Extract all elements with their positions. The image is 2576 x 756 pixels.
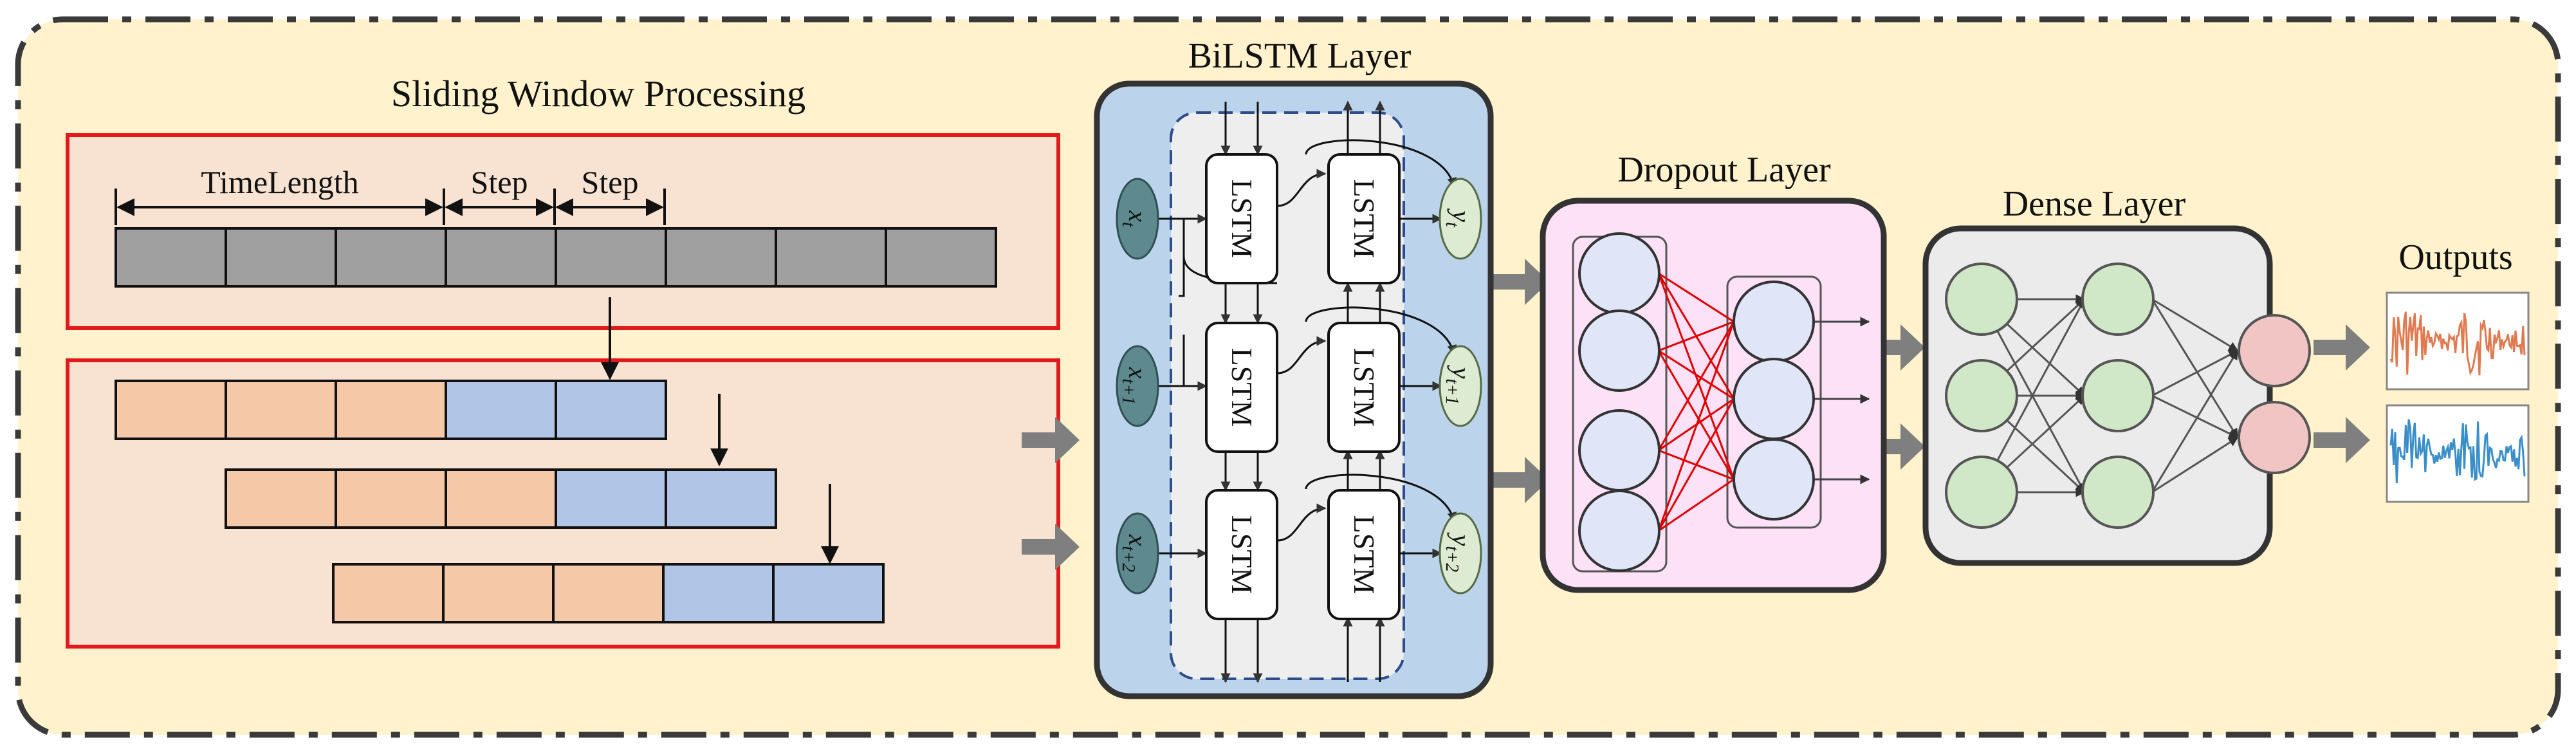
lstm-cells (1205, 153, 1401, 620)
dense-nodes (1945, 263, 2155, 529)
dense-hidden-node (2081, 359, 2155, 432)
dropout-input-node (1578, 232, 1661, 315)
dense-output-node (2238, 314, 2311, 387)
lstm-labels: LSTM LSTM LSTM LSTM LSTM LSTM (1226, 180, 1381, 595)
step-label-2: Step (582, 164, 639, 200)
input-subscript: t+2 (1118, 546, 1138, 573)
window-2 (225, 468, 777, 529)
input-subscript: t+1 (1118, 379, 1138, 405)
dropout-connections (1657, 272, 1735, 532)
lstm-forward-2 (1205, 322, 1278, 453)
output-subscript: t+2 (1442, 546, 1462, 573)
lstm-forward-1 (1205, 153, 1278, 284)
window-3 (332, 563, 885, 623)
dropout-input-node (1578, 490, 1661, 572)
output-subscript: t+1 (1442, 379, 1462, 405)
lstm-connections (1155, 100, 1457, 683)
svg-text:yt+1: yt+1 (1442, 365, 1476, 405)
output-symbol: y (1447, 365, 1476, 379)
dropout-input-node (1578, 409, 1661, 492)
dense-hidden-node (2081, 263, 2155, 336)
lstm-label: LSTM (1226, 348, 1258, 427)
output-subscript: t (1442, 222, 1462, 228)
sliding-window-title: Sliding Window Processing (391, 73, 805, 115)
svg-text:yt+2: yt+2 (1442, 532, 1476, 572)
dense-title: Dense Layer (2003, 184, 2186, 224)
time-series-strip (115, 227, 997, 288)
step-label-1: Step (471, 164, 528, 200)
dropout-input-node (1578, 309, 1661, 392)
output-node-1 (1439, 178, 1482, 260)
outputs-title: Outputs (2398, 237, 2512, 277)
flow-arrows (1022, 259, 2370, 570)
lstm-backward-2 (1327, 322, 1401, 453)
lstm-label: LSTM (1226, 180, 1258, 259)
dense-output-node (2238, 401, 2311, 474)
output-symbol: y (1447, 208, 1476, 222)
lstm-backward-1 (1327, 153, 1401, 284)
dense-output-nodes (2238, 314, 2311, 474)
lstm-label: LSTM (1226, 515, 1258, 595)
svg-text:yt: yt (1442, 208, 1476, 228)
dropout-output-node (1733, 281, 1815, 363)
dropout-output-lines (1813, 317, 1870, 484)
svg-text:xt+2: xt+2 (1118, 534, 1152, 572)
input-symbol: x (1123, 534, 1152, 546)
input-subscript: t (1118, 222, 1138, 228)
svg-text:xt+1: xt+1 (1118, 367, 1152, 405)
dropout-nodes (1578, 232, 1815, 572)
input-node-2 (1116, 345, 1159, 427)
dense-input-node (1945, 263, 2018, 336)
dropout-title: Dropout Layer (1617, 150, 1831, 190)
timelength-annotation (115, 189, 666, 225)
dropout-output-node (1733, 358, 1815, 440)
bilstm-title: BiLSTM Layer (1188, 36, 1412, 76)
timelength-label: TimeLength (201, 164, 358, 200)
svg-text:xt: xt (1118, 210, 1152, 228)
lstm-forward-3 (1205, 489, 1278, 620)
input-node-1 (1116, 178, 1159, 260)
output-series-1-line (2389, 311, 2526, 376)
window-1 (115, 380, 667, 440)
dense-input-node (1945, 456, 2018, 529)
output-symbol: y (1447, 532, 1476, 546)
output-node-2 (1439, 345, 1482, 427)
input-symbol: x (1123, 367, 1152, 379)
output-node-3 (1439, 512, 1482, 595)
dense-input-node (1945, 359, 2018, 432)
lstm-label: LSTM (1348, 180, 1381, 259)
input-node-3 (1116, 512, 1159, 595)
input-nodes: xt xt+1 xt+2 (1116, 178, 1159, 595)
lstm-label: LSTM (1348, 515, 1381, 595)
input-symbol: x (1123, 210, 1152, 222)
output-nodes: yt yt+1 yt+2 (1439, 178, 1482, 595)
dropout-output-group (1726, 275, 1822, 529)
dropout-output-node (1733, 438, 1815, 521)
lstm-backward-3 (1327, 489, 1401, 620)
dense-hidden-node (2081, 456, 2155, 529)
lstm-label: LSTM (1348, 348, 1381, 427)
output-series-2-line (2389, 419, 2526, 484)
